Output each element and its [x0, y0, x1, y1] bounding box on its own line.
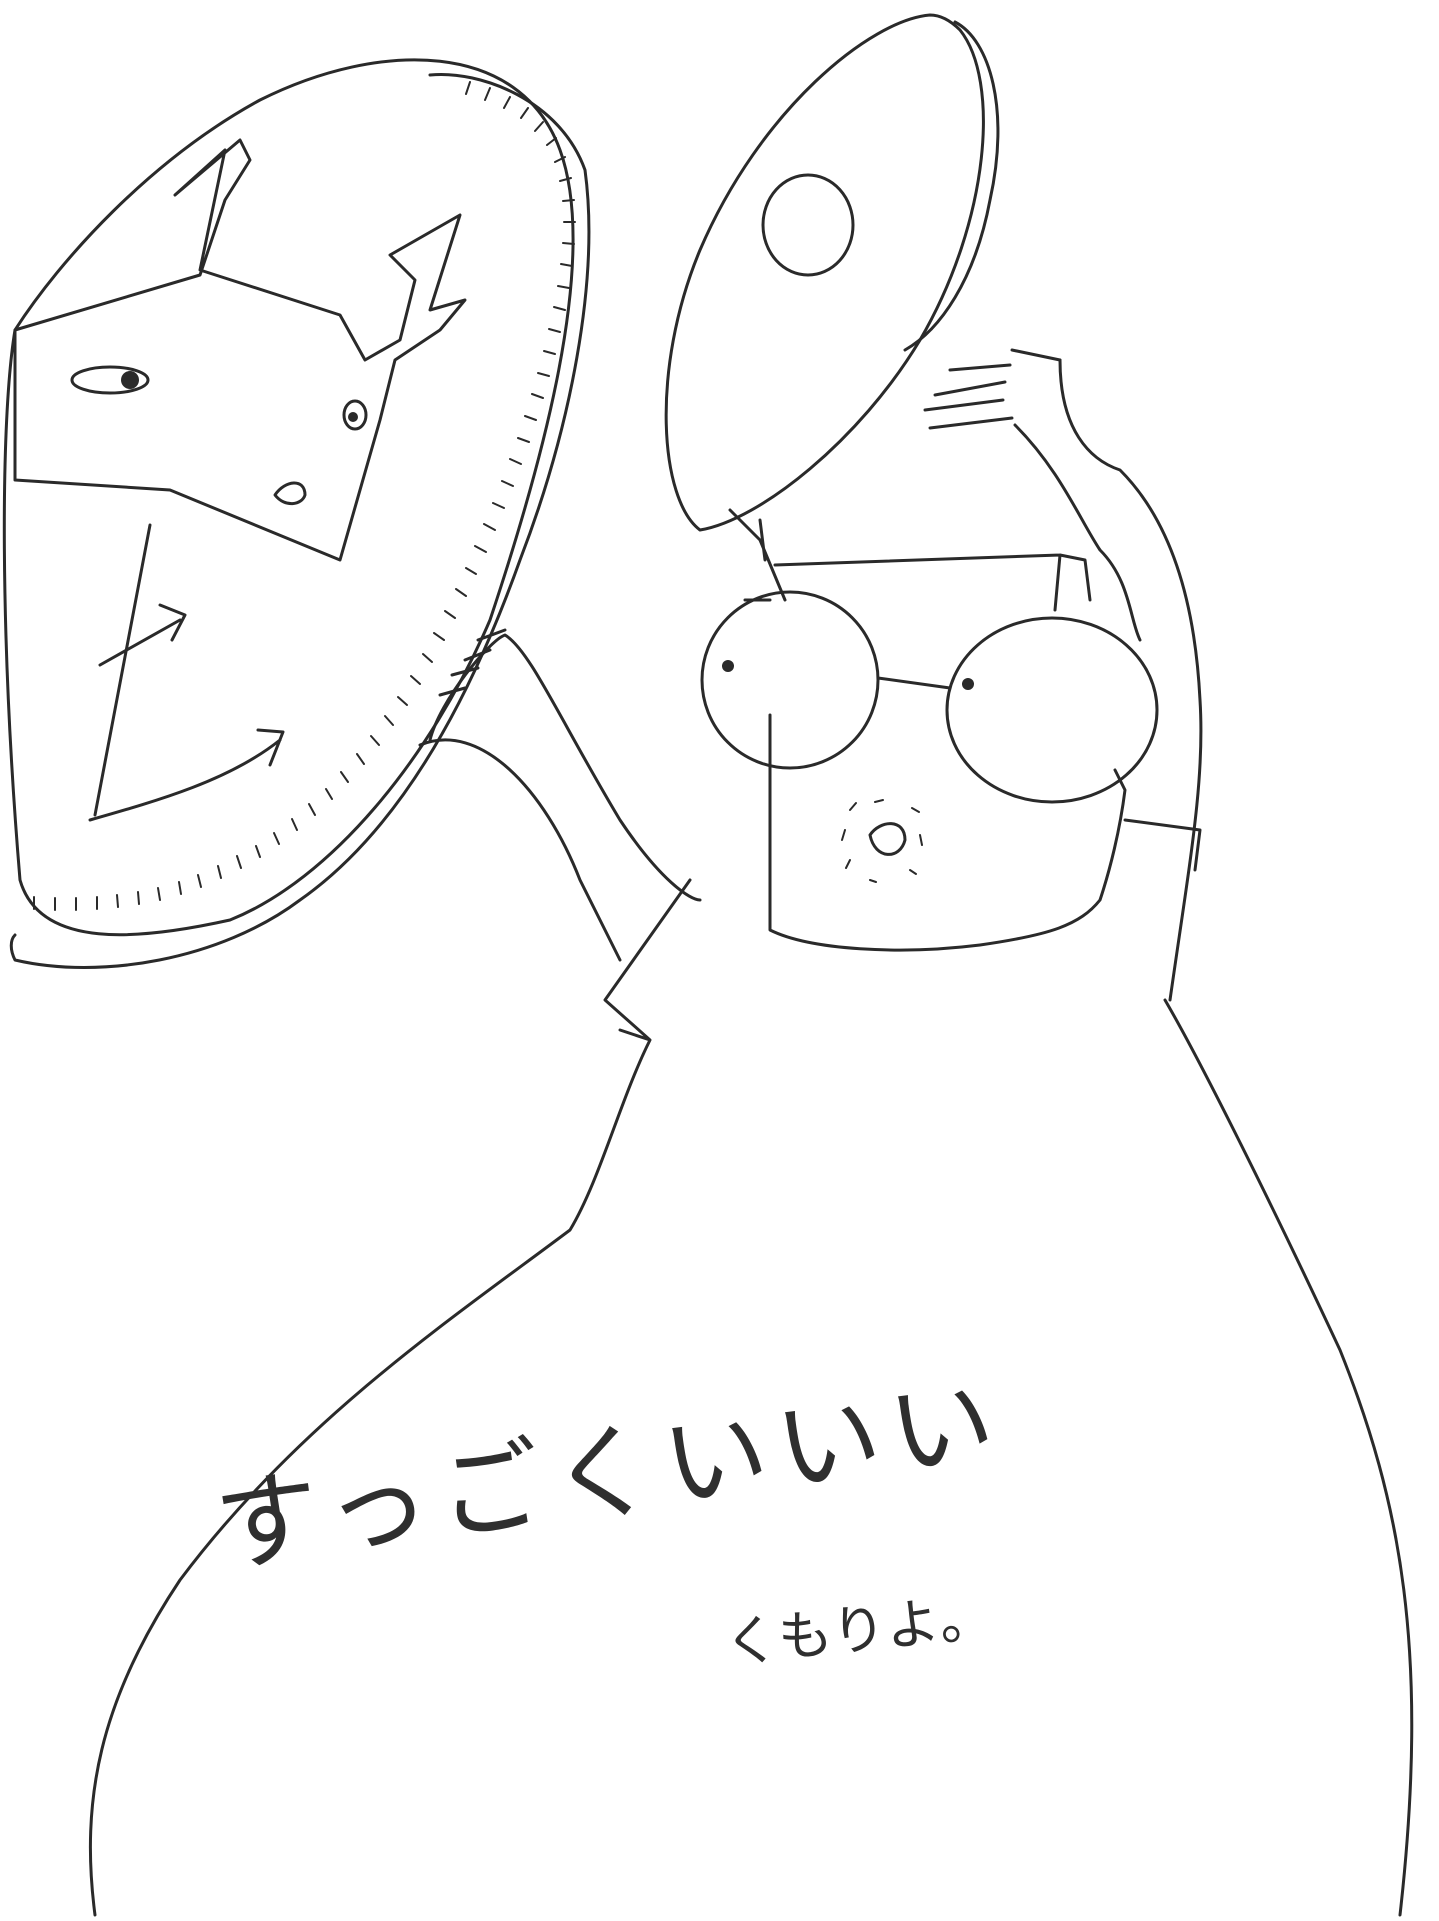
right-hand-fingers: [923, 348, 1062, 430]
clock-hand-long: [88, 728, 285, 822]
glasses-bridge: [876, 676, 952, 690]
left-arm-outline: [418, 633, 702, 962]
clock-character-mouth: [273, 481, 307, 506]
head-outline: [768, 713, 1127, 952]
clock-face-illustration: [2, 58, 591, 969]
glasses-lens-left: [700, 590, 880, 770]
head-hat-top: [773, 553, 1092, 612]
eye-dot-left: [722, 660, 734, 672]
mouth-dashes: [841, 799, 923, 883]
body-outline-right: [1163, 998, 1414, 1917]
clock-face-outline: [2, 58, 575, 937]
clock-inner-v-line: [93, 523, 152, 817]
eye-dot-right: [962, 678, 974, 690]
clock-character-eye-right: [342, 399, 368, 431]
clock-face-character-head: [13, 138, 467, 562]
raised-disc-illustration: [664, 13, 1000, 532]
hair-strands: [728, 508, 787, 602]
raised-disc-spot: [761, 173, 855, 277]
left-hand-fingers: [438, 628, 507, 697]
right-forearm-inner: [1013, 423, 1142, 642]
glasses-lens-right: [945, 616, 1159, 804]
figure-head: [700, 508, 1202, 952]
right-arm-outline: [1058, 358, 1203, 1002]
raised-disc-face: [664, 13, 985, 532]
shoulder-sleeve: [1123, 818, 1202, 872]
clock-character-eye-left: [70, 365, 150, 395]
body-outline: [88, 878, 692, 1917]
clock-character-pupil-left: [121, 371, 139, 389]
clock-hand-short: [98, 603, 187, 667]
raised-disc-rim: [903, 20, 1000, 352]
clock-rim-ticks: [33, 81, 576, 911]
head-mouth: [868, 822, 907, 856]
clock-character-pupil-right: [348, 412, 358, 422]
clock-rim-outline: [9, 72, 591, 969]
